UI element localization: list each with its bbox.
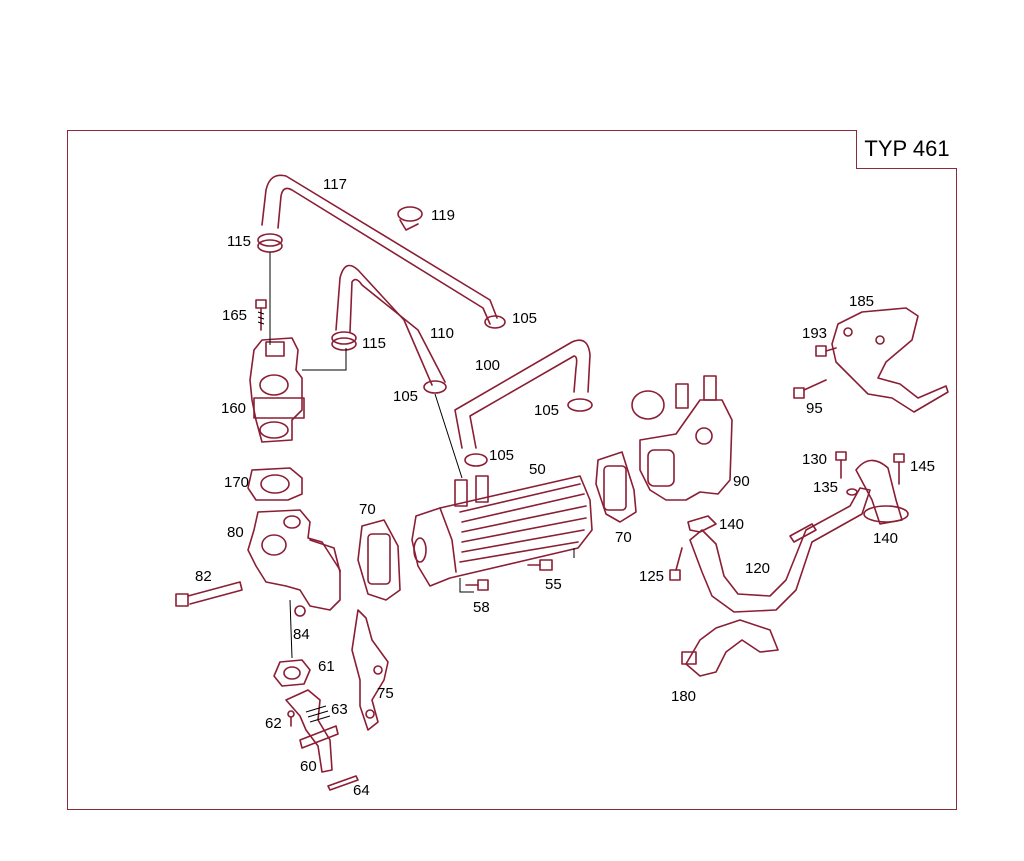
label-105-d: 105 [489,447,514,464]
elbow-140-right[interactable] [855,459,909,525]
hose-100[interactable] [454,339,591,449]
bolt-130[interactable] [835,451,847,479]
label-100: 100 [475,357,500,374]
washer-135[interactable] [846,488,858,496]
clamp-105-b[interactable] [423,380,447,394]
label-105-b: 105 [393,388,418,405]
label-120: 120 [745,560,770,577]
label-105-c: 105 [534,402,559,419]
label-70-left: 70 [359,501,376,518]
clamp-119[interactable] [397,206,423,231]
diagram-frame [67,130,957,810]
hose-110[interactable] [335,264,446,386]
bolt-125[interactable] [669,547,683,581]
label-193: 193 [802,325,827,342]
label-140-small: 140 [719,516,744,533]
label-58: 58 [473,599,490,616]
label-70-right: 70 [615,529,632,546]
label-130: 130 [802,451,827,468]
label-145: 145 [910,458,935,475]
label-160: 160 [221,400,246,417]
bolt-193[interactable] [815,345,837,357]
screw-62[interactable] [287,710,295,727]
bolt-55[interactable] [527,559,553,571]
clamp-105-a[interactable] [484,315,506,329]
label-63: 63 [331,701,348,718]
gasket-70-left[interactable] [357,519,401,601]
gasket-170[interactable] [247,467,303,501]
gasket-70-right[interactable] [595,451,637,523]
label-61: 61 [318,658,335,675]
label-185: 185 [849,293,874,310]
gasket-61[interactable] [273,659,311,687]
bolt-82[interactable] [175,581,243,607]
hose-117[interactable] [261,174,498,325]
gasket-140-small[interactable] [687,515,717,533]
pipe-120[interactable] [689,487,871,613]
label-180: 180 [671,688,696,705]
label-80: 80 [227,524,244,541]
label-82: 82 [195,568,212,585]
bracket-75[interactable] [351,609,389,731]
label-165: 165 [222,307,247,324]
label-60: 60 [300,758,317,775]
bolt-145[interactable] [893,453,905,485]
label-75: 75 [377,685,394,702]
label-115-lower: 115 [362,335,386,352]
bolt-95[interactable] [793,379,827,399]
type-label: TYP 461 [856,130,957,169]
housing-80[interactable] [247,509,341,611]
label-117: 117 [323,176,347,193]
label-125: 125 [639,568,664,585]
label-84: 84 [293,626,310,643]
label-50: 50 [529,461,546,478]
label-64: 64 [353,782,370,799]
bolt-58[interactable] [465,579,489,591]
label-119: 119 [431,207,455,224]
clamp-115-upper[interactable] [257,233,283,253]
nut-84[interactable] [294,605,306,617]
bolt-165[interactable] [255,299,267,331]
label-115-upper: 115 [227,233,251,250]
label-55: 55 [545,576,562,593]
leader-lines [269,252,575,659]
clamp-105-c[interactable] [567,398,593,412]
part-labels: 117 119 115 115 165 110 105 105 105 105 … [195,176,935,799]
egr-valve-160[interactable] [249,337,305,443]
valve-90[interactable] [631,375,733,501]
label-110: 110 [430,325,454,342]
label-170: 170 [224,474,249,491]
gasket-64[interactable] [327,775,359,791]
label-135: 135 [813,479,838,496]
label-90: 90 [733,473,750,490]
egr-cooler-50[interactable] [411,475,593,587]
label-95: 95 [806,400,823,417]
label-105-a: 105 [512,310,537,327]
label-140-right: 140 [873,530,898,547]
label-62: 62 [265,715,282,732]
clamp-105-d[interactable] [464,453,488,467]
clamp-115-lower[interactable] [331,331,357,351]
bracket-185[interactable] [831,307,949,413]
bracket-180[interactable] [681,619,779,677]
pipe-60[interactable] [285,689,339,773]
